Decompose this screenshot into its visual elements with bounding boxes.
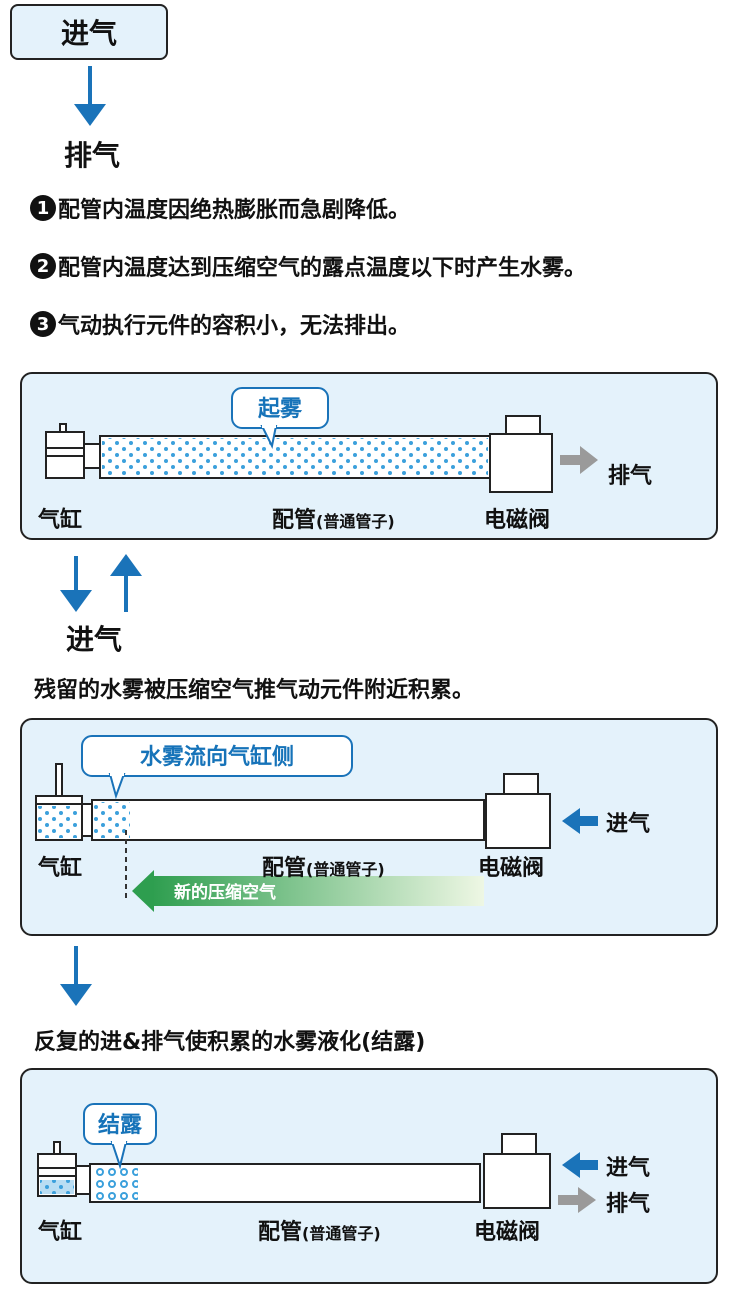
cylinder-label: 气缸 (38, 1220, 83, 1245)
step-text-1: 配管内温度因绝热膨胀而急剧降低。 (58, 198, 411, 223)
cylinder-icon (37, 1141, 91, 1197)
pipe-label: 配管(普通管子) (262, 850, 385, 882)
panel3-diagram: 结露 (37, 1103, 598, 1213)
pipe-label: 配管(普通管子) (258, 1214, 381, 1246)
panel-fog-flow: 新的压缩空气 水雾流向气缸侧 气缸 配管(普通管子) 电磁阀 进气 (20, 718, 718, 936)
solenoid-valve-icon (489, 415, 553, 493)
cylinder-icon (35, 763, 93, 841)
exhaust-arrow-icon (560, 446, 598, 474)
down-up-arrows-icon (60, 554, 142, 612)
panel-fog-formation: 起雾 气缸 配管(普通管子) 电磁阀 排气 (20, 372, 718, 540)
cylinder-icon (45, 423, 101, 479)
panel-condensation: 结露 气缸 配管(普通管子) 电磁阀 进气 排气 (20, 1068, 718, 1284)
solenoid-valve-icon (485, 773, 551, 849)
pipe-label-sub: (普通管子) (306, 860, 385, 879)
note-condensation: 反复的进&排气使积累的水雾液化(结露) (34, 1030, 426, 1055)
step-2: 2 配管内温度达到压缩空气的露点温度以下时产生水雾。 (30, 250, 586, 282)
pipe-label-sub: (普通管子) (316, 512, 395, 531)
step-3: 3 气动执行元件的容积小，无法排出。 (30, 308, 410, 340)
pipe-label-main: 配管 (258, 1220, 303, 1245)
compressed-air-arrow-icon: 新的压缩空气 (132, 870, 484, 912)
callout-condensation-text: 结露 (98, 1112, 143, 1138)
down-arrow-icon (60, 946, 92, 1006)
step-text-2: 配管内温度达到压缩空气的露点温度以下时产生水雾。 (58, 256, 587, 281)
panel2-diagram: 新的压缩空气 水雾流向气缸侧 (35, 735, 598, 912)
callout-fog-text: 起雾 (257, 397, 303, 422)
cylinder-label: 气缸 (38, 856, 83, 881)
valve-label: 电磁阀 (484, 508, 551, 533)
valve-label: 电磁阀 (474, 1220, 541, 1245)
pipe-label-main: 配管 (272, 508, 317, 533)
intake-label-box: 进气 (10, 4, 168, 60)
callout-fog: 起雾 (231, 387, 329, 450)
intake-mid-title: 进气 (66, 623, 123, 656)
solenoid-valve-icon (483, 1133, 551, 1209)
step-number-2: 2 (30, 253, 56, 279)
panel1-diagram: 起雾 (45, 387, 598, 493)
flow-in-label: 进气 (606, 1156, 651, 1181)
pipe (91, 799, 485, 841)
cylinder-label: 气缸 (38, 508, 83, 533)
step-1: 1 配管内温度因绝热膨胀而急剧降低。 (30, 192, 410, 224)
note-accumulate: 残留的水雾被压缩空气推气动元件附近积累。 (34, 678, 475, 703)
pipe (89, 1163, 481, 1203)
down-arrow-icon (74, 66, 106, 126)
exhaust-arrow-icon (558, 1187, 596, 1213)
exhaust-title: 排气 (64, 139, 121, 172)
pipe-label: 配管(普通管子) (272, 502, 395, 534)
intake-arrow-icon (562, 808, 598, 834)
pipe-label-main: 配管 (262, 856, 307, 881)
callout-condensation: 结露 (83, 1103, 157, 1170)
flow-label: 排气 (608, 464, 653, 489)
intake-label: 进气 (60, 17, 117, 50)
pipe-label-sub: (普通管子) (302, 1224, 381, 1243)
step-number-3: 3 (30, 311, 56, 337)
step-number-1: 1 (30, 195, 56, 221)
compressed-air-label: 新的压缩空气 (174, 882, 276, 903)
flow-label: 进气 (606, 812, 651, 837)
callout-fog-flow: 水雾流向气缸侧 (81, 735, 353, 800)
callout-fog-flow-text: 水雾流向气缸侧 (140, 744, 294, 770)
step-text-3: 气动执行元件的容积小，无法排出。 (58, 314, 411, 339)
valve-label: 电磁阀 (478, 856, 545, 881)
flow-out-label: 排气 (606, 1192, 651, 1217)
intake-arrow-icon (562, 1152, 598, 1178)
